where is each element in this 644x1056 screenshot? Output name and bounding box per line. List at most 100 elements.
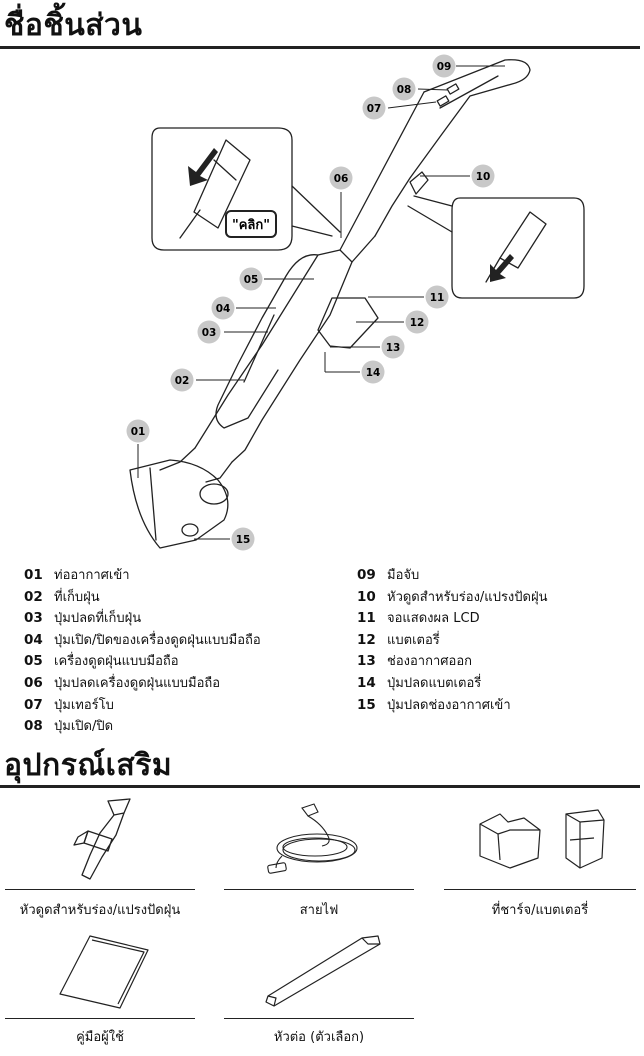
legend-item: 13 ช่องอากาศออก bbox=[357, 651, 547, 673]
floor-head-shape bbox=[129, 459, 229, 549]
legend-number: 10 bbox=[357, 588, 376, 605]
legend-number: 01 bbox=[24, 567, 43, 583]
legend-item: 12 แบตเตอรี่ bbox=[357, 630, 547, 652]
marker-03: 03 bbox=[197, 320, 221, 344]
svg-text:05: 05 bbox=[244, 274, 259, 286]
marker-07: 07 bbox=[362, 96, 386, 120]
marker-05: 05 bbox=[239, 267, 263, 291]
click-arrow-icon bbox=[188, 148, 218, 186]
legend-label: ปุ่มเปิด/ปิดของเครื่องดูดฝุ่นแบบมือถือ bbox=[54, 632, 261, 648]
legend-item: 07 ปุ่มเทอร์โบ bbox=[24, 695, 261, 717]
svg-text:06: 06 bbox=[334, 173, 349, 185]
legend-number: 03 bbox=[24, 610, 43, 627]
inset-box-right bbox=[451, 197, 585, 299]
legend-label: ที่เก็บฝุ่น bbox=[54, 589, 100, 605]
legend-number: 08 bbox=[24, 718, 43, 735]
marker-14: 14 bbox=[361, 360, 385, 384]
main-body-shape bbox=[339, 91, 425, 263]
handle-shape bbox=[374, 59, 531, 237]
part-markers: 09 08 07 10 06 05 04 03 02 01 15 11 12 1… bbox=[126, 54, 495, 551]
svg-text:13: 13 bbox=[386, 342, 401, 354]
insert-arrow-icon bbox=[490, 254, 514, 282]
legend-number: 15 bbox=[357, 696, 376, 713]
legend-number: 14 bbox=[357, 674, 376, 691]
legend-label: ปุ่มปลดที่เก็บฝุ่น bbox=[54, 611, 142, 627]
svg-text:11: 11 bbox=[430, 292, 445, 304]
legend-number: 07 bbox=[24, 696, 43, 713]
legend-item: 06 ปุ่มปลดเครื่องดูดฝุ่นแบบมือถือ bbox=[24, 673, 261, 695]
legend-number: 06 bbox=[24, 674, 43, 691]
section-divider bbox=[0, 785, 640, 788]
charger-battery-illustration bbox=[479, 809, 605, 869]
legend-label: ปุ่มปลดช่องอากาศเข้า bbox=[387, 697, 511, 713]
legend-label: ท่ออากาศเข้า bbox=[54, 568, 130, 583]
accessories-section-title: อุปกรณ์เสริม bbox=[4, 748, 173, 783]
marker-02: 02 bbox=[170, 368, 194, 392]
legend-number: 05 bbox=[24, 653, 43, 670]
accessory-divider bbox=[224, 1018, 414, 1019]
parts-legend-left: 01 ท่ออากาศเข้า 02 ที่เก็บฝุ่น 03 ปุ่มปลดที… bbox=[24, 565, 261, 738]
accessory-divider bbox=[5, 1018, 195, 1019]
svg-text:14: 14 bbox=[366, 367, 381, 379]
legend-label: แบตเตอรี่ bbox=[387, 632, 440, 648]
legend-item: 14 ปุ่มปลดแบตเตอรี่ bbox=[357, 673, 547, 695]
accessory-divider bbox=[5, 889, 195, 890]
marker-10: 10 bbox=[471, 164, 495, 188]
svg-text:04: 04 bbox=[216, 303, 231, 315]
legend-number: 13 bbox=[357, 653, 376, 670]
marker-15: 15 bbox=[231, 527, 255, 551]
legend-number: 11 bbox=[357, 610, 376, 627]
section-divider bbox=[0, 46, 640, 49]
power-cord-illustration bbox=[267, 803, 358, 874]
legend-label: ช่องอากาศออก bbox=[387, 654, 472, 670]
legend-number: 02 bbox=[24, 588, 43, 605]
svg-text:08: 08 bbox=[397, 84, 412, 96]
legend-label: จอแสดงผล LCD bbox=[387, 611, 480, 627]
extension-tube-illustration bbox=[265, 935, 381, 1007]
svg-text:10: 10 bbox=[476, 171, 491, 183]
svg-text:03: 03 bbox=[202, 327, 217, 339]
click-callout-text: "คลิก" bbox=[232, 218, 270, 233]
marker-13: 13 bbox=[381, 335, 405, 359]
legend-label: มือจับ bbox=[387, 568, 420, 583]
marker-04: 04 bbox=[211, 296, 235, 320]
legend-number: 12 bbox=[357, 631, 376, 648]
legend-label: เครื่องดูดฝุ่นแบบมือถือ bbox=[54, 654, 179, 670]
accessory-label: หัวดูดสำหรับร่อง/แปรงปัดฝุ่น bbox=[19, 903, 181, 918]
legend-number: 09 bbox=[357, 567, 376, 583]
vacuum-diagram: "คลิก" 09 08 07 10 06 05 04 03 02 01 15 … bbox=[126, 54, 585, 551]
legend-item: 01 ท่ออากาศเข้า bbox=[24, 565, 261, 587]
marker-11: 11 bbox=[425, 285, 449, 309]
accessory-divider bbox=[444, 889, 636, 890]
legend-item: 08 ปุ่มเปิด/ปิด bbox=[24, 716, 261, 738]
legend-label: หัวดูดสำหรับร่อง/แปรงปัดฝุ่น bbox=[387, 589, 548, 605]
svg-text:12: 12 bbox=[410, 317, 425, 329]
svg-text:07: 07 bbox=[367, 103, 382, 115]
parts-section-title: ชื่อชิ้นส่วน bbox=[4, 8, 143, 43]
accessory-label: ที่ชาร์จ/แบตเตอรี่ bbox=[491, 903, 589, 918]
legend-item: 05 เครื่องดูดฝุ่นแบบมือถือ bbox=[24, 651, 261, 673]
inset-box-left bbox=[151, 127, 293, 251]
legend-item: 09 มือจับ bbox=[357, 565, 547, 587]
accessory-label: สายไฟ bbox=[299, 903, 339, 918]
legend-label: ปุ่มปลดแบตเตอรี่ bbox=[387, 675, 482, 691]
accessory-label: หัวต่อ (ตัวเลือก) bbox=[273, 1030, 365, 1045]
legend-label: ปุ่มเทอร์โบ bbox=[54, 697, 114, 713]
legend-label: ปุ่มเปิด/ปิด bbox=[54, 719, 114, 735]
accessory-divider bbox=[224, 889, 414, 890]
marker-12: 12 bbox=[405, 310, 429, 334]
click-callout-box bbox=[225, 210, 277, 238]
legend-item: 10 หัวดูดสำหรับร่อง/แปรงปัดฝุ่น bbox=[357, 587, 547, 609]
svg-text:09: 09 bbox=[437, 61, 452, 73]
dust-bin-shape bbox=[215, 254, 319, 429]
svg-text:01: 01 bbox=[131, 426, 146, 438]
legend-label: ปุ่มปลดเครื่องดูดฝุ่นแบบมือถือ bbox=[54, 675, 221, 691]
marker-06: 06 bbox=[329, 166, 353, 190]
crevice-brush-illustration bbox=[73, 798, 131, 880]
accessory-label: คู่มือผู้ใช้ bbox=[76, 1030, 124, 1045]
svg-text:02: 02 bbox=[175, 375, 190, 387]
legend-item: 03 ปุ่มปลดที่เก็บฝุ่น bbox=[24, 608, 261, 630]
legend-item: 15 ปุ่มปลดช่องอากาศเข้า bbox=[357, 695, 547, 717]
